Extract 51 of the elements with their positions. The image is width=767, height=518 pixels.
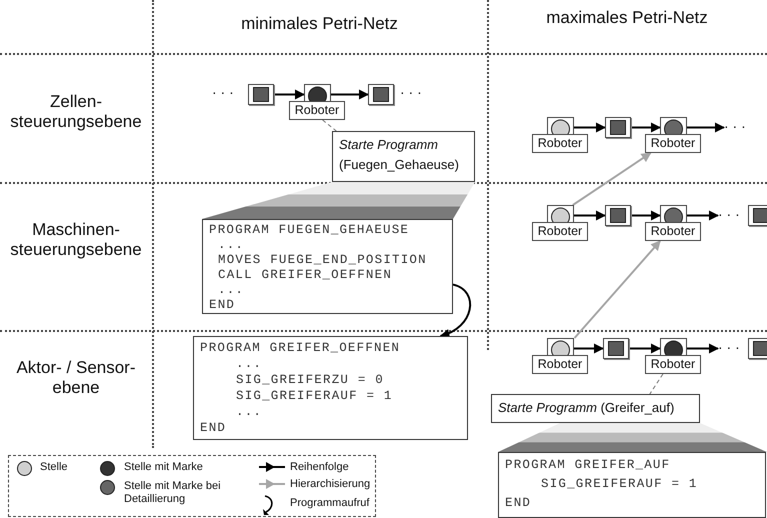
- name-tag: Roboter: [645, 222, 701, 241]
- call-arrow: [440, 284, 472, 338]
- continuation-dots: · · ·: [400, 84, 422, 100]
- legend-text: Hierarchisierung: [290, 478, 370, 491]
- transition-box: [603, 338, 629, 359]
- legend-text: Stelle mit Marke bei Detaillierung: [124, 480, 222, 506]
- arrow: [687, 210, 719, 220]
- legend-text: Reihenfolge: [290, 461, 349, 474]
- transition-box: [748, 205, 767, 226]
- row-heading: Zellen- steuerungsebene: [9, 92, 143, 132]
- continuation-dots: · · ·: [212, 84, 234, 100]
- arrow: [629, 344, 661, 354]
- transition-box: [248, 84, 274, 105]
- arrow: [574, 240, 661, 339]
- arrow: [687, 344, 719, 354]
- transition-box: [605, 205, 631, 226]
- column-heading: minimales Petri-Netz: [240, 14, 399, 34]
- name-tag: Roboter: [645, 134, 701, 153]
- continuation-dots: · · ·: [718, 339, 740, 355]
- code-listing: PROGRAM FUEGEN_GEHAEUSE ... MOVES FUEGE_END_POSITION CALL GREIFER_OEFFNEN ... END: [202, 219, 453, 314]
- arrow: [631, 122, 661, 132]
- arrow: [331, 90, 369, 100]
- arrow: [574, 210, 606, 220]
- name-tag: Roboter: [289, 101, 345, 120]
- name-tag: Roboter: [532, 134, 588, 153]
- transition-box: [605, 117, 631, 138]
- legend-text: Programmaufruf: [290, 497, 370, 510]
- column-heading: maximales Petri-Netz: [545, 8, 709, 28]
- name-tag: Roboter: [645, 355, 701, 374]
- arrow: [572, 152, 652, 206]
- continuation-dots: · · ·: [724, 118, 746, 134]
- name-tag: Roboter: [532, 355, 588, 374]
- transition-box: [368, 84, 394, 105]
- callout-box: Starte Programm (Greifer_auf): [491, 394, 700, 423]
- arrow: [687, 122, 725, 132]
- row-heading: Maschinen- steuerungsebene: [9, 220, 143, 260]
- row-heading: Aktor- / Sensor- ebene: [15, 358, 137, 398]
- leader-line: [322, 120, 337, 132]
- arrow: [274, 90, 305, 100]
- continuation-dots: · · ·: [718, 206, 740, 222]
- transition-box: [748, 338, 767, 359]
- arrow: [631, 210, 661, 220]
- legend-text: Stelle: [40, 461, 68, 474]
- code-listing: PROGRAM GREIFER_OEFFNEN ... SIG_GREIFERZU = 0 SIG_GREIFERAUF = 1 ... END: [193, 336, 468, 440]
- legend-text: Stelle mit Marke: [124, 461, 203, 474]
- leader-line: [649, 374, 664, 394]
- name-tag: Roboter: [532, 222, 588, 241]
- arrow: [574, 122, 606, 132]
- arrow: [574, 344, 604, 354]
- callout-box: Starte Programm (Fuegen_Gehaeuse): [332, 131, 475, 182]
- code-listing: PROGRAM GREIFER_AUF SIG_GREIFERAUF = 1 END: [498, 452, 766, 518]
